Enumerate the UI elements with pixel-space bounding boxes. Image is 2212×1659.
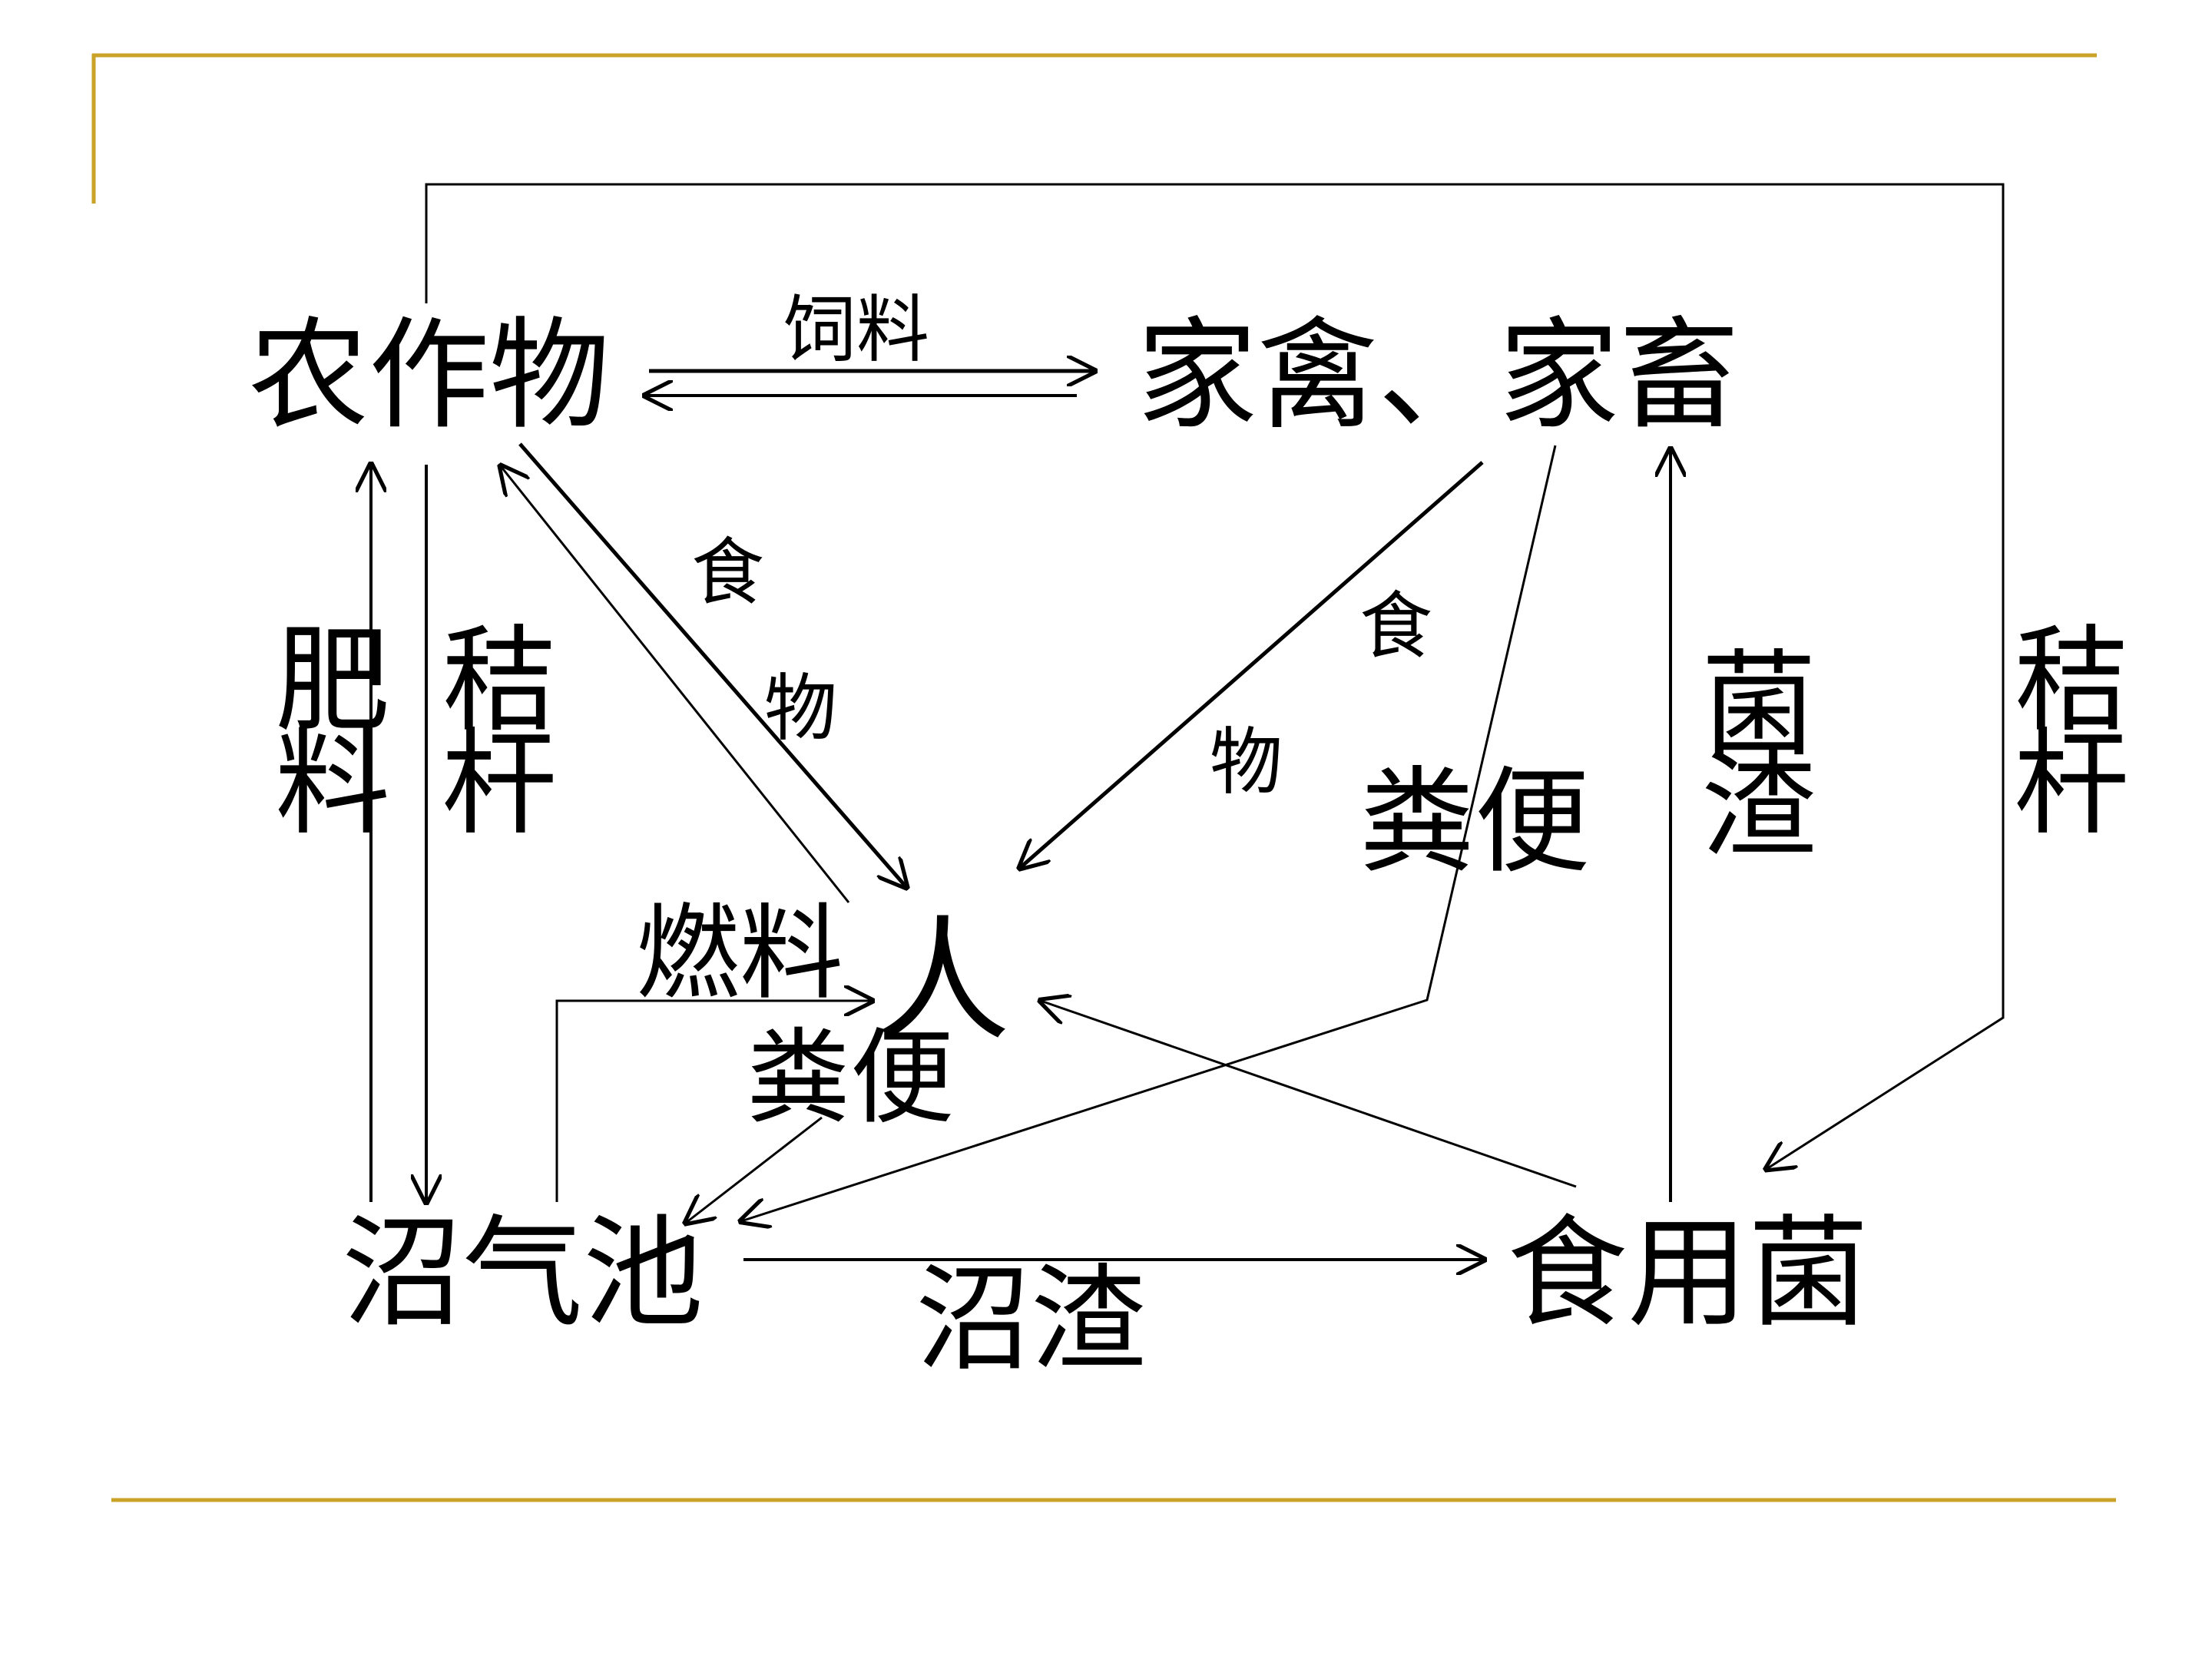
slide-frame — [91, 53, 2116, 1502]
arrow-biogas-to-human — [555, 1001, 872, 1202]
label-fuel: 燃料 — [636, 893, 843, 1014]
label-mushroom-residue-2: 渣 — [1701, 740, 1816, 874]
label-biogas-residue: 沼渣 — [916, 1253, 1146, 1387]
node-biogas: 沼气池 — [342, 1204, 704, 1344]
label-fertilizer-2: 料 — [275, 717, 390, 851]
node-human: 人 — [876, 904, 1010, 1060]
label-fertilizer-1: 肥 — [275, 614, 390, 748]
arrow-human-to-biogas — [686, 1116, 823, 1223]
label-manure-right: 粪便 — [1359, 756, 1590, 889]
label-food-left-1: 食 — [691, 531, 764, 615]
node-mushroom: 食用菌 — [1507, 1204, 1869, 1344]
label-mushroom-residue-1: 菌 — [1701, 639, 1816, 773]
arrow-crops-to-human — [518, 442, 906, 887]
label-food-right-1: 食 — [1359, 584, 1432, 669]
label-food-right-2: 物 — [1210, 720, 1283, 805]
edges — [371, 183, 2005, 1260]
label-straw-right-1: 秸 — [2014, 614, 2129, 748]
arrow-livestock-to-human — [1020, 461, 1484, 868]
label-food-left-2: 物 — [764, 667, 837, 751]
arrow-crops-to-mushroom — [425, 183, 2005, 1169]
arrow-livestock-manure-to-biogas — [741, 445, 1557, 1221]
label-straw-right-2: 杆 — [2014, 717, 2129, 851]
label-straw-left-2: 杆 — [442, 717, 557, 851]
label-straw-left-1: 秸 — [442, 614, 557, 748]
node-livestock: 家禽、家畜 — [1137, 306, 1740, 446]
arrow-mushroom-to-human — [1041, 1001, 1577, 1188]
label-manure-human: 粪便 — [747, 1018, 954, 1138]
arrow-human-to-crops — [501, 466, 850, 903]
label-feed: 饲料 — [783, 288, 929, 373]
edge-labels: 饲料 食 物 食 物 肥 料 秸 杆 秸 杆 菌 渣 粪便 燃料 粪便 沼渣 — [275, 288, 2129, 1387]
node-crops: 农作物 — [248, 306, 610, 446]
nodes: 农作物 家禽、家畜 人 沼气池 食用菌 — [248, 306, 1869, 1344]
